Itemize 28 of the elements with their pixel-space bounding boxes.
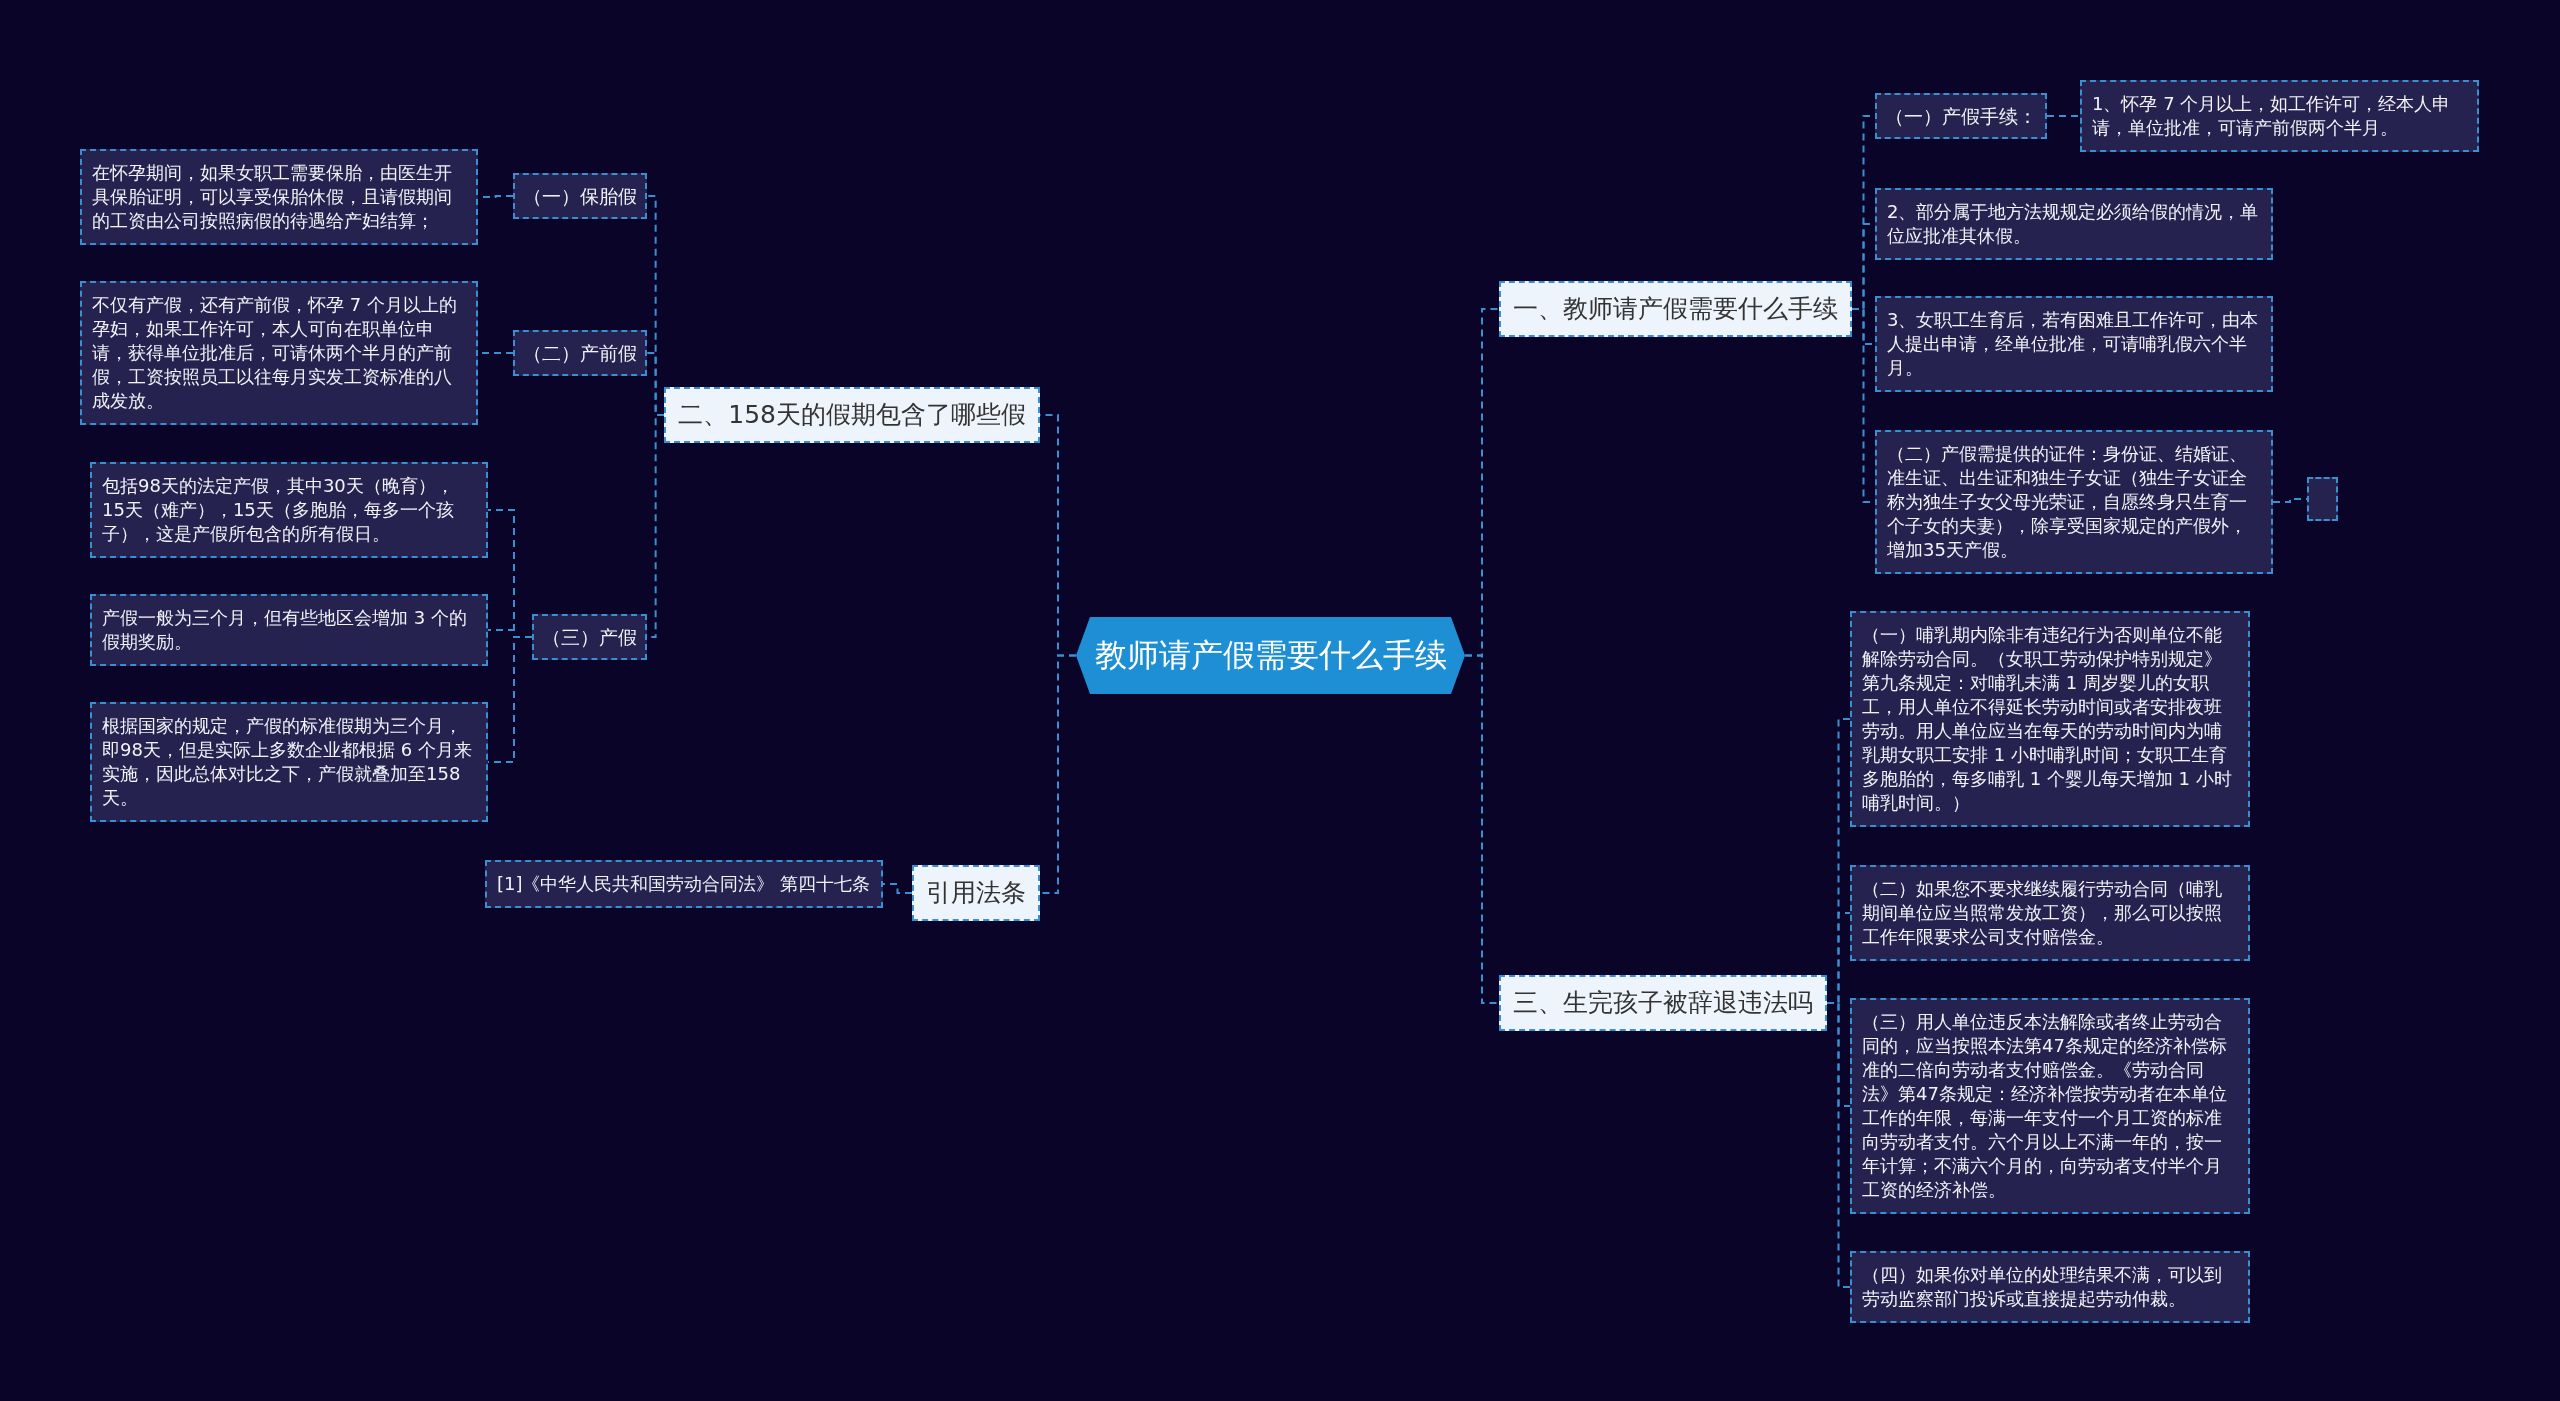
topic-box: 引用法条 [912,865,1040,921]
text-box: 在怀孕期间，如果女职工需要保胎，由医生开具保胎证明，可以享受保胎休假，且请假期间的工资由公司按照病假的待遇给产妇结算； [80,149,478,245]
text-box: 1、怀孕 7 个月以上，如工作许可，经本人申请，单位批准，可请产前假两个半月。 [2080,80,2479,152]
subtopic-box: （二）产前假 [513,330,647,376]
connector [2046,115,2081,117]
text-box: （三）用人单位违反本法解除或者终止劳动合同的，应当按照本法第47条规定的经济补偿标准的二倍向劳动者支付赔偿金。《劳动合同法》第47条规定：经济补偿按劳动者在本单位工作的年限，每满一年支付一个月工资的标准向劳动者支付。六个月以上不满一年的，按一年计算；不满六个月的，向劳动者支付半个月工资的经济补偿。 [1850,998,2250,1214]
topic-box: 三、生完孩子被辞退违法吗 [1499,975,1827,1031]
connector [1464,654,1500,1004]
text-box: （四）如果你对单位的处理结果不满，可以到劳动监察部门投诉或直接提起劳动仲裁。 [1850,1251,2250,1323]
text-box: 包括98天的法定产假，其中30天（晚育），15天（难产），15天（多胞胎，每多一个孩子），这是产假所包含的所有假日。 [90,462,488,558]
text-box: 2、部分属于地方法规规定必须给假的情况，单位应批准其休假。 [1875,188,2273,260]
text-box: 产假一般为三个月，但有些地区会增加 3 个的假期奖励。 [90,594,488,666]
text-box: 不仅有产假，还有产前假，怀孕 7 个月以上的孕妇，如果工作许可，本人可向在职单位申请，获得单位批准后，可请休两个半月的产前假，工资按照员工以往每月实发工资标准的八成发放。 [80,281,478,425]
central-topic: 教师请产假需要什么手续 [1076,617,1465,694]
subtopic-box: （三）产假 [532,614,647,660]
text-box: [1]《中华人民共和国劳动合同法》 第四十七条 [485,860,883,908]
text-box: （二）如果您不要求继续履行劳动合同（哺乳期间单位应当照常发放工资），那么可以按照工作年限要求公司支付赔偿金。 [1850,865,2250,961]
text-box: 根据国家的规定，产假的标准假期为三个月，即98天，但是实际上多数企业都根据 6 个月来实施，因此总体对比之下，产假就叠加至158天。 [90,702,488,822]
connector [1826,1002,1851,1288]
subtopic-box: （一）产假手续： [1875,93,2047,139]
topic-box: 一、教师请产假需要什么手续 [1499,281,1852,337]
text-box: （二）产假需提供的证件：身份证、结婚证、准生证、出生证和独生子女证（独生子女证全称为独生子女父母光荣证，自愿终身只生育一个子女的夫妻），除享受国家规定的产假外，增加35天产假。 [1875,430,2273,574]
topic-box: 二、158天的假期包含了哪些假 [664,387,1040,443]
text-box: 3、女职工生育后，若有困难且工作许可，由本人提出申请，经单位批准，可请哺乳假六个半月。 [1875,296,2273,392]
text-box: （一）哺乳期内除非有违纪行为否则单位不能解除劳动合同。（女职工劳动保护特别规定》第九条规定：对哺乳未满 1 周岁婴儿的女职工，用人单位不得延长劳动时间或者安排夜班劳动。用人单位应当在每天的劳动时间内为哺乳期女职工安排 1 小时哺乳时间；女职工生育多胞胎的，每多哺乳 1 个婴儿每天增加 1 小时哺乳时间。） [1850,611,2250,827]
empty-box [2307,477,2338,521]
connector [882,883,913,894]
subtopic-box: （一）保胎假 [513,173,647,219]
